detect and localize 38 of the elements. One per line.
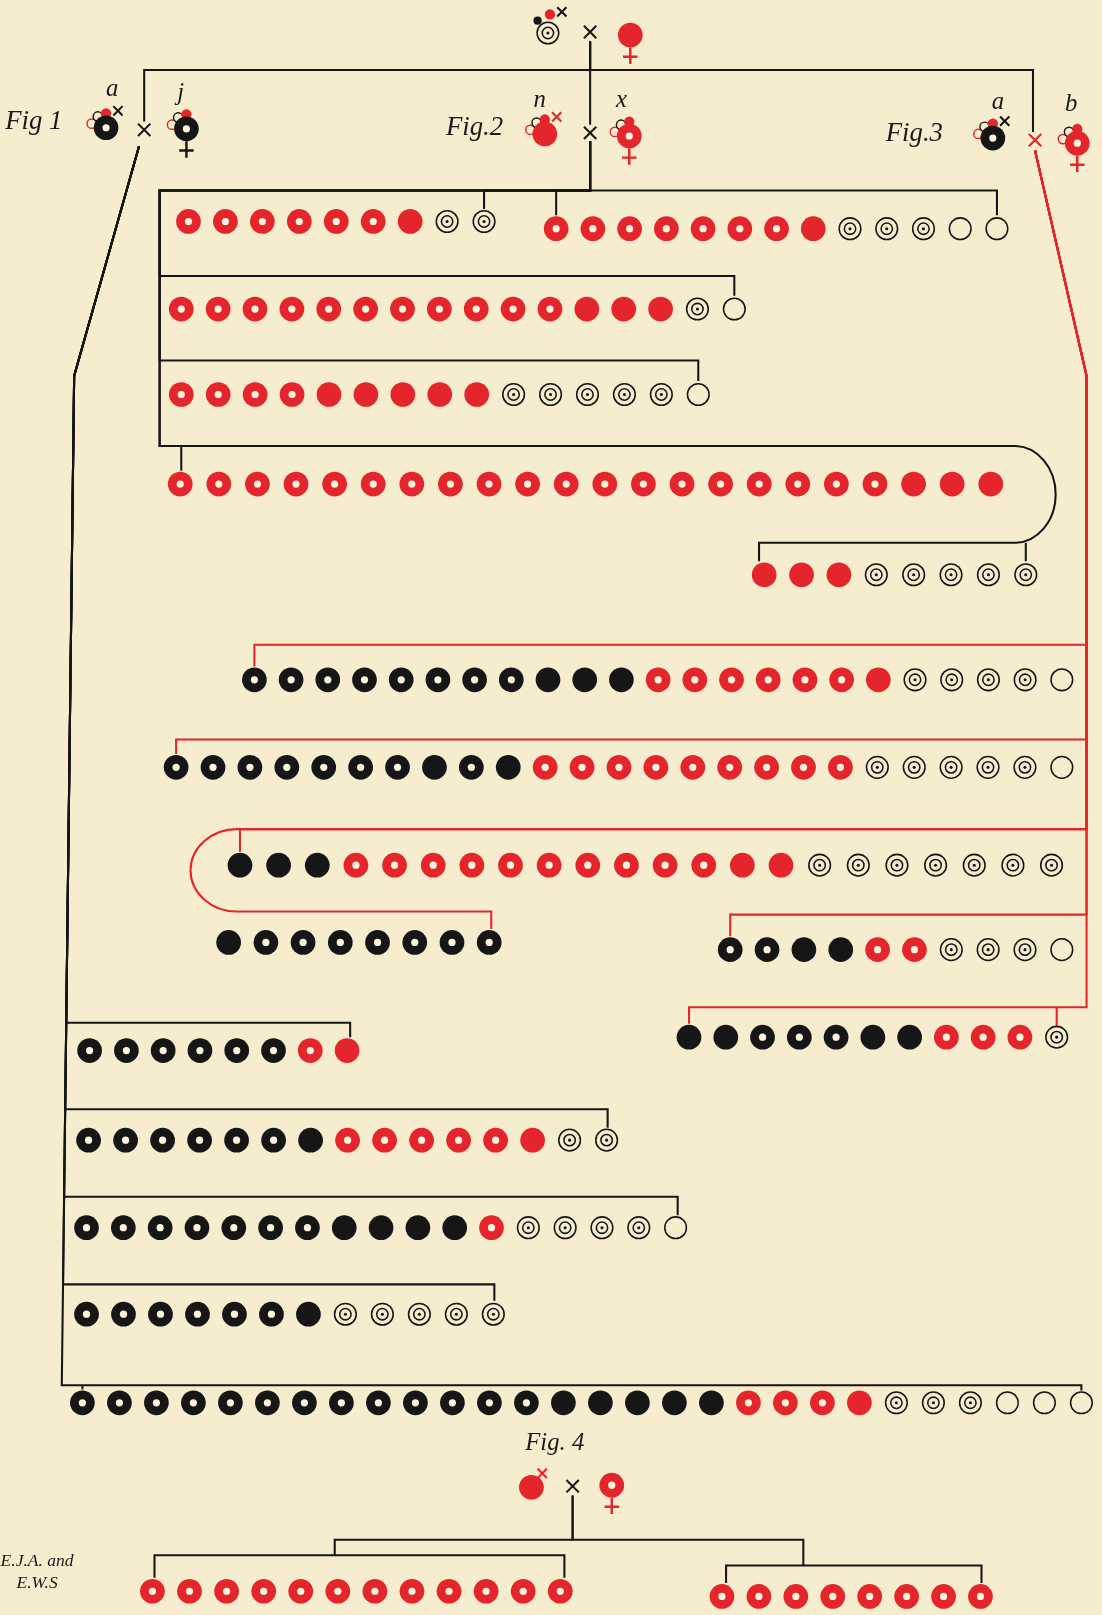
symbol-row-drawing [676,1024,1069,1050]
cross-icon [582,125,598,141]
pedigree-line [571,1494,983,1585]
author-credit: E.J.A. and E.W.S [0,1550,75,1594]
figure-label: Fig 1 [5,107,63,134]
symbol-row-drawing [70,1390,1093,1416]
symbol-row-drawing [216,930,502,955]
symbol-row-drawing [717,937,1074,962]
parent-label: b [1064,90,1078,116]
symbol-row-drawing [168,296,746,322]
parent-label: x [615,86,627,112]
cross-icon [137,122,152,138]
parent-label: a [106,76,119,101]
cross-icon [565,1479,580,1494]
figure-label: Fig. 4 [525,1429,585,1455]
symbol-row-drawing [76,1127,619,1153]
symbol-row-drawing [242,667,1074,693]
symbol-row-drawing [74,1215,688,1241]
pedigree-line [60,145,1083,1392]
symbol-row-drawing [168,382,710,407]
figure-label: Fig.2 [445,113,504,141]
symbol-row-drawing [167,471,1004,497]
pedigree-line [688,149,1088,1027]
symbol-row-drawing [77,1038,360,1063]
symbol-row-drawing [140,1578,573,1604]
symbol-row-drawing [751,562,1038,588]
cross-icon [1027,132,1043,148]
figure-label: Fig.3 [885,119,943,147]
cross-icon [582,24,598,40]
symbol-row-drawing [74,1301,505,1327]
symbol-row-drawing [227,852,1064,878]
pedigree-line [589,41,592,125]
symbol-row-drawing [176,209,496,234]
symbol-row-drawing [709,1584,993,1609]
symbol-row-drawing [543,216,1009,242]
parent-label: n [533,86,546,112]
symbol-row-drawing [163,754,1074,780]
parent-label: a [991,88,1005,114]
